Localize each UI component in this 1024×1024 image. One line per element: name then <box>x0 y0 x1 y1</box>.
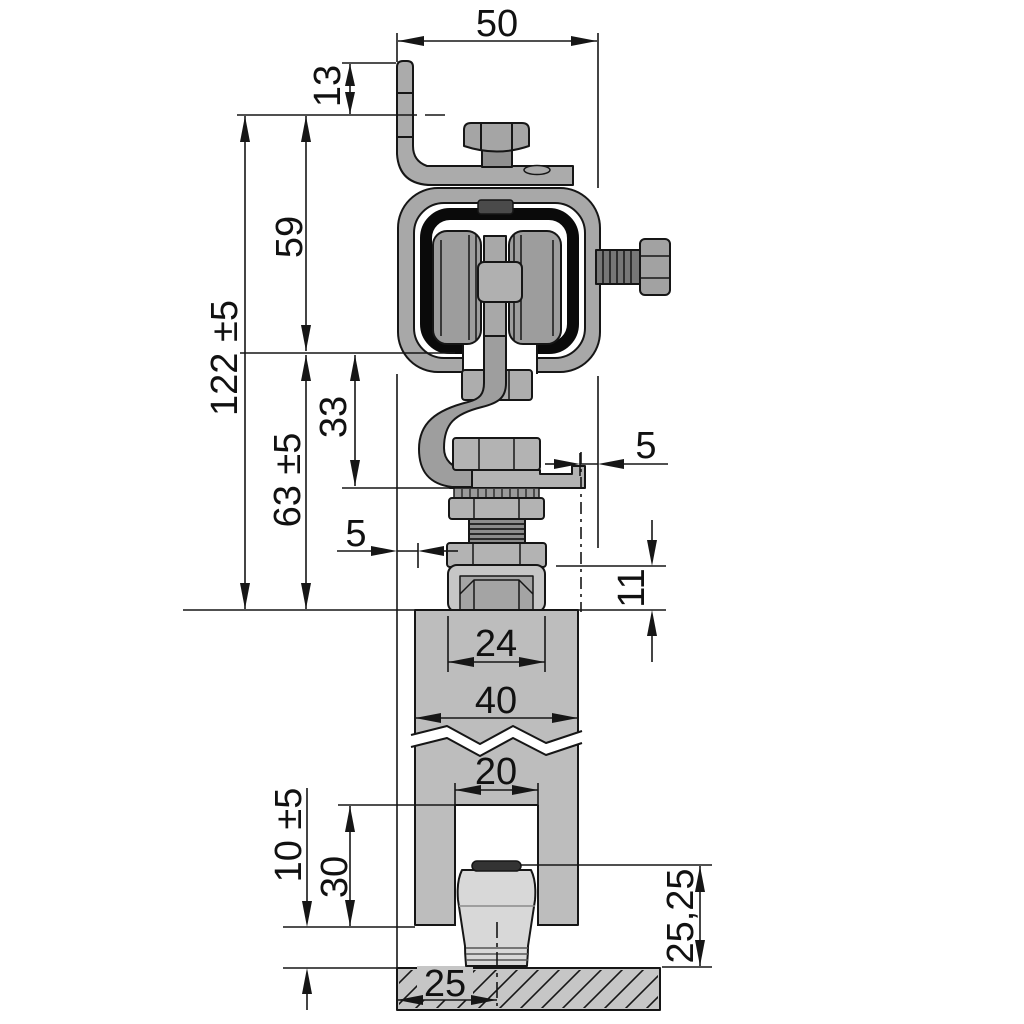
floor-label-backing <box>417 966 473 1000</box>
dim-label-bracket-offset: 13 <box>307 65 349 107</box>
adjustment-nut <box>448 497 545 520</box>
axle-hub <box>477 261 523 303</box>
dim-label-cutout-height: 30 <box>314 856 356 898</box>
dim-label-cap-height: 11 <box>611 568 653 607</box>
clamp-cap-hex <box>459 575 534 612</box>
hanger-nut-big <box>452 437 541 471</box>
dim-label-floor-clearance: 10 ±5 <box>268 788 310 883</box>
dim-label-lower-height: 63 ±5 <box>267 433 309 528</box>
dim-label-cap-width: 24 <box>475 623 517 665</box>
dim-label-hanger-length: 33 <box>313 396 355 438</box>
guide-roller <box>456 860 537 967</box>
dim-label-track-width: 50 <box>476 3 518 45</box>
dim-label-overall-height: 122 ±5 <box>204 300 246 416</box>
dim-label-slot-width: 20 <box>475 751 517 793</box>
mounting-bolt-top <box>463 122 530 168</box>
roller-left <box>432 230 482 345</box>
dim-label-profile-width: 40 <box>475 680 517 722</box>
adjuster-stack <box>446 465 586 613</box>
side-adjustment-bolt <box>595 238 671 296</box>
lower-nut <box>446 542 547 568</box>
dim-label-roller-offset: 25 <box>424 963 466 1005</box>
dim-label-overhang-right: 5 <box>635 425 656 467</box>
dimension-lines <box>183 33 712 1010</box>
dimension-labels: 50 13 59 122 ±5 33 63 ±5 5 5 11 24 40 20… <box>204 3 702 1005</box>
assembly-parts <box>396 60 671 1011</box>
bracket-slot-hole <box>523 164 551 176</box>
floor <box>396 966 661 1011</box>
top-bracket <box>396 60 574 186</box>
dim-label-overhang-left: 5 <box>345 513 366 555</box>
dim-label-roller-height: 25,25 <box>660 868 702 963</box>
break-symbol <box>411 726 582 756</box>
dim-label-upper-height: 59 <box>269 216 311 258</box>
guide-roller-cap <box>471 860 522 872</box>
hanger-stud <box>477 199 514 215</box>
